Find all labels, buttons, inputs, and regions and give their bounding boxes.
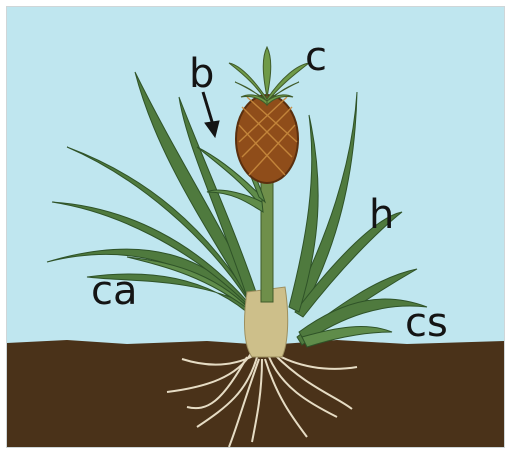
label-ca: ca — [91, 271, 138, 311]
label-c: c — [305, 37, 327, 77]
label-b: b — [189, 54, 214, 94]
label-h: h — [369, 195, 394, 235]
fruit — [236, 95, 298, 183]
peduncle — [261, 172, 273, 302]
pineapple-plant-diagram: b c h ca cs — [6, 6, 505, 448]
plant-illustration — [7, 7, 505, 448]
label-cs: cs — [405, 303, 448, 343]
